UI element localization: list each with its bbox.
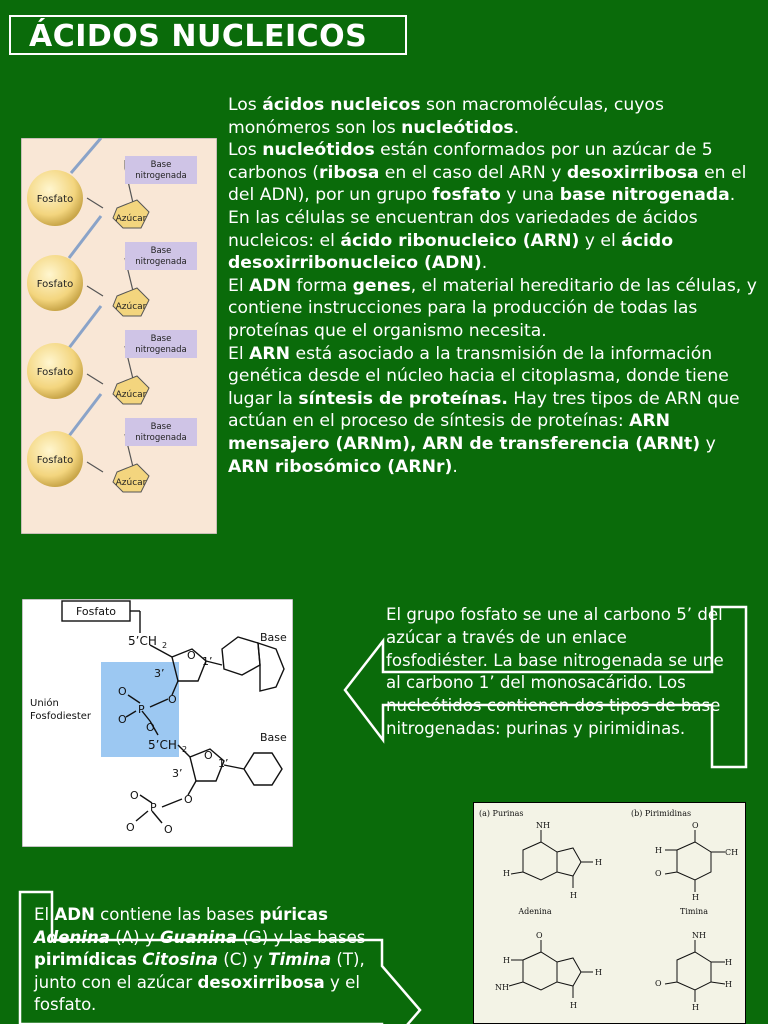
- svg-text:Fosfodiester: Fosfodiester: [30, 711, 92, 722]
- svg-text:Base: Base: [151, 160, 172, 170]
- svg-text:H: H: [503, 869, 510, 878]
- svg-text:2: 2: [182, 745, 187, 754]
- svg-text:5’CH: 5’CH: [148, 738, 177, 752]
- svg-text:Azúcar: Azúcar: [116, 478, 147, 488]
- svg-text:O: O: [655, 979, 662, 988]
- svg-text:H: H: [725, 958, 732, 967]
- svg-text:O: O: [168, 693, 177, 706]
- svg-text:O: O: [536, 931, 543, 940]
- intro-paragraph-2: Los nucleótidos están conformados por un…: [228, 140, 747, 206]
- svg-text:Base: Base: [260, 631, 287, 644]
- svg-text:Adenina: Adenina: [517, 907, 551, 916]
- svg-text:O: O: [184, 793, 193, 806]
- svg-text:O: O: [130, 789, 139, 802]
- svg-text:nitrogenada: nitrogenada: [135, 433, 186, 443]
- svg-text:Azúcar: Azúcar: [116, 390, 147, 400]
- svg-text:NH: NH: [536, 821, 550, 830]
- svg-text:Base: Base: [260, 731, 287, 744]
- svg-text:O: O: [118, 685, 127, 698]
- svg-text:P: P: [150, 801, 157, 814]
- svg-text:O: O: [204, 749, 213, 762]
- phosphodiester-figure: Fosfato Base Base Unión Fosfodiester 5’C…: [22, 599, 293, 847]
- svg-text:Fosfato: Fosfato: [37, 194, 73, 205]
- phosphate-bond-text: El grupo fosfato se une al carbono 5’ de…: [386, 605, 724, 738]
- svg-text:O: O: [118, 713, 127, 726]
- svg-text:(b) Pirimidinas: (b) Pirimidinas: [631, 809, 691, 818]
- svg-text:3’: 3’: [154, 667, 165, 680]
- nucleotide-unit-4: Fosfato Azúcar Base nitrogenada: [27, 418, 197, 493]
- dna-bases-text: El ADN contiene las bases púricas Adenin…: [34, 905, 366, 1015]
- nucleotide-unit-3: Fosfato Azúcar Base nitrogenada: [27, 330, 197, 405]
- intro-paragraph-4: El ADN forma genes, el material heredita…: [228, 275, 757, 341]
- svg-text:3’: 3’: [172, 767, 183, 780]
- nucleotide-chain-figure: Fosfato Azúcar Base nitrogenada Fosfato …: [21, 138, 217, 534]
- svg-text:Azúcar: Azúcar: [116, 214, 147, 224]
- svg-text:Fosfato: Fosfato: [76, 605, 116, 618]
- svg-text:nitrogenada: nitrogenada: [135, 171, 186, 181]
- svg-text:Fosfato: Fosfato: [37, 279, 73, 290]
- svg-text:O: O: [655, 869, 662, 878]
- svg-text:H: H: [595, 858, 602, 867]
- svg-text:Base: Base: [151, 422, 172, 432]
- intro-text: Los ácidos nucleicos son macromoléculas,…: [228, 94, 758, 478]
- svg-text:O: O: [146, 721, 155, 734]
- intro-paragraph-3: En las células se encuentran dos varieda…: [228, 207, 698, 274]
- svg-text:H: H: [503, 956, 510, 965]
- svg-text:Timina: Timina: [680, 907, 708, 916]
- svg-text:O: O: [187, 649, 196, 662]
- svg-text:H: H: [570, 891, 577, 900]
- nucleotide-unit-1: Fosfato Azúcar Base nitrogenada: [27, 156, 197, 229]
- svg-text:O: O: [164, 823, 173, 836]
- svg-text:H: H: [692, 893, 699, 902]
- svg-text:Unión: Unión: [30, 697, 59, 709]
- svg-text:5’CH: 5’CH: [128, 634, 157, 648]
- svg-text:O: O: [126, 821, 135, 834]
- svg-text:H: H: [595, 968, 602, 977]
- backbone-lines: [67, 138, 103, 437]
- svg-text:P: P: [138, 703, 145, 716]
- svg-text:O: O: [692, 821, 699, 830]
- svg-text:(a) Purinas: (a) Purinas: [479, 809, 524, 818]
- bond-highlight: [101, 662, 179, 757]
- svg-text:nitrogenada: nitrogenada: [135, 257, 186, 267]
- page-title: ÁCIDOS NUCLEICOS: [29, 19, 368, 54]
- svg-text:2: 2: [162, 641, 167, 650]
- bases-figure: (a) Purinas (b) Pirimidinas Adenina Timi…: [473, 802, 746, 1024]
- svg-text:NH: NH: [692, 931, 706, 940]
- svg-text:Base: Base: [151, 334, 172, 344]
- svg-text:1’: 1’: [202, 655, 213, 668]
- svg-text:Base: Base: [151, 246, 172, 256]
- intro-paragraph-5: El ARN está asociado a la transmisión de…: [228, 343, 740, 477]
- intro-paragraph-1: Los ácidos nucleicos son macromoléculas,…: [228, 95, 664, 138]
- svg-text:Fosfato: Fosfato: [37, 455, 73, 466]
- svg-text:NH: NH: [495, 983, 509, 992]
- svg-text:Fosfato: Fosfato: [37, 367, 73, 378]
- title-box: ÁCIDOS NUCLEICOS: [9, 15, 407, 55]
- nucleotide-unit-2: Fosfato Azúcar Base nitrogenada: [27, 242, 197, 317]
- svg-text:1’: 1’: [218, 757, 229, 770]
- svg-text:CH: CH: [725, 848, 738, 857]
- svg-text:H: H: [725, 980, 732, 989]
- svg-text:H: H: [570, 1001, 577, 1010]
- svg-text:H: H: [655, 846, 662, 855]
- svg-text:H: H: [692, 1003, 699, 1012]
- svg-text:Azúcar: Azúcar: [116, 302, 147, 312]
- svg-text:nitrogenada: nitrogenada: [135, 345, 186, 355]
